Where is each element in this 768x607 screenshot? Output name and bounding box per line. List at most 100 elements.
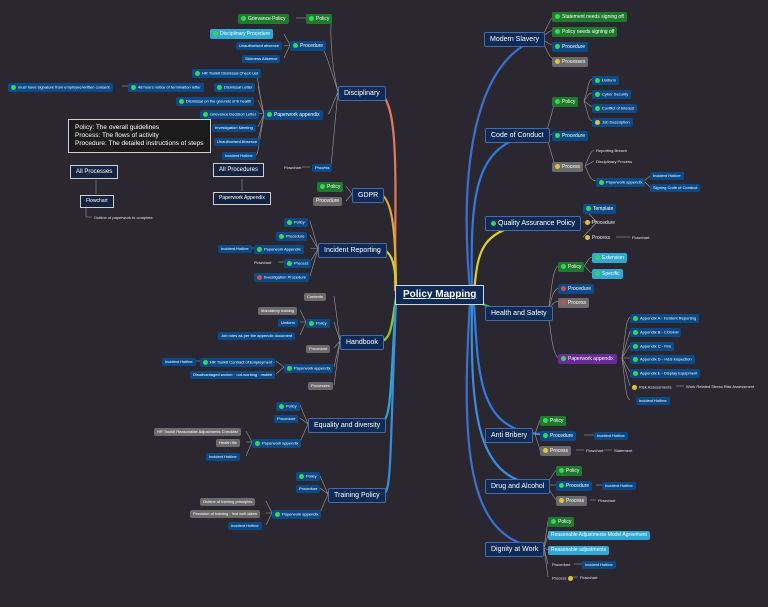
anti-bribery-node[interactable]: Anti Bribery [485, 428, 534, 443]
dignity-hotline-node[interactable]: Incident Hotline [582, 561, 616, 569]
reasonable-adjustments-node[interactable]: Reasonable adjustments [548, 546, 610, 555]
gdpr-node[interactable]: GDPR [352, 188, 385, 203]
disc-policy-node[interactable]: Policy [306, 14, 333, 24]
conduct-hotline-node[interactable]: Incident Hotline [650, 172, 684, 180]
bribery-procedure-node[interactable]: Procedure [540, 431, 577, 441]
hr-contract-node[interactable]: HR Toolkit Contract of Employment [200, 358, 276, 367]
equality-paperwork-node[interactable]: Paperwork appendix [252, 439, 302, 448]
quality-procedure-node[interactable]: Procedure [583, 219, 617, 227]
equality-hotline-node[interactable]: Incident Hotline [206, 453, 240, 461]
investigation-procedure-node[interactable]: Investigation Procedure [254, 273, 310, 282]
handbook-node[interactable]: Handbook [340, 335, 384, 350]
bribery-policy-node[interactable]: Policy [540, 416, 567, 426]
handbook-paperwork-node[interactable]: Paperwork appendix [284, 364, 334, 373]
app-b-node[interactable]: Appendix B - COSHH [630, 328, 682, 337]
signing-node[interactable]: Signing Code of Conduct [650, 184, 701, 192]
drug-process-node[interactable]: Process [556, 496, 588, 506]
training-policy-node[interactable]: Training Policy [328, 488, 386, 503]
disc-process-node[interactable]: Disciplinary Process [596, 159, 633, 164]
bribery-flowchart-node[interactable]: Flowchart [586, 448, 604, 453]
slavery-policy-node[interactable]: Policy needs signing off [552, 27, 618, 37]
conduct-procedure-node[interactable]: Procedure [552, 131, 589, 141]
dignity-policy-node[interactable]: Policy [548, 517, 575, 527]
hs-paperwork-node[interactable]: Paperwork appendix [558, 354, 617, 364]
drug-policy-node[interactable]: Policy [556, 466, 583, 476]
hs-policy-node[interactable]: Policy [558, 262, 585, 272]
hs-hotline-node[interactable]: Incident Hotline [636, 397, 670, 405]
handbook-processes-node[interactable]: Processes [308, 382, 333, 390]
bribery-statement-node[interactable]: Statement [614, 448, 633, 453]
sickness-node[interactable]: Sickness Absence [242, 55, 281, 63]
training-policy-sub-node[interactable]: Policy [296, 472, 320, 481]
health-safety-node[interactable]: Health and Safety [485, 306, 553, 321]
disc-hotline-node[interactable]: Incident Hotline [222, 152, 256, 160]
conduct-process-node[interactable]: Process [552, 162, 584, 172]
equality-procedure-node[interactable]: Procedure [274, 415, 299, 423]
disc-paperwork-node[interactable]: Paperwork appendix [264, 110, 323, 120]
reporting-breach-node[interactable]: Reporting Breach [596, 148, 628, 153]
training-procedure-node[interactable]: Procedure [296, 485, 321, 493]
gdpr-policy-node[interactable]: Policy [317, 182, 344, 192]
disadvantaged-node[interactable]: Disadvantaged worker · out-working · mob… [190, 371, 276, 379]
dignity-at-work-node[interactable]: Dignity at Work [485, 542, 545, 557]
disciplinary-node[interactable]: Disciplinary [338, 86, 386, 101]
unauthorised-node[interactable]: Unauthorised absence [236, 42, 283, 50]
dignity-process-node[interactable]: Process [550, 575, 577, 582]
dignity-flowchart-node[interactable]: Flowchart [580, 575, 598, 580]
hs-specific-node[interactable]: Specific [592, 269, 623, 279]
app-d-node[interactable]: Appendix D - H&S inspection [630, 355, 695, 364]
quality-template-node[interactable]: Template [583, 204, 617, 214]
app-a-node[interactable]: Appendix A - Incident Reporting [630, 314, 700, 323]
equality-policy-node[interactable]: Policy [276, 402, 300, 411]
quality-assurance-node[interactable]: Quality Assurance Policy [485, 216, 582, 231]
root-node[interactable]: Policy Mapping [395, 285, 485, 305]
incident-policy-node[interactable]: Policy [284, 218, 308, 227]
handbook-procedure-node[interactable]: Procedure [306, 345, 331, 353]
all-procedures-node[interactable]: All Procedures [213, 163, 265, 177]
conduct-paperwork-node[interactable]: Paperwork appendix [596, 178, 646, 187]
code-of-conduct-node[interactable]: Code of Conduct [485, 128, 550, 143]
all-processes-node[interactable]: All Processes [70, 165, 119, 179]
flowchart-node[interactable]: Flowchart [80, 195, 114, 208]
quality-process-node[interactable]: Process [583, 234, 612, 242]
incident-process-node[interactable]: Process [284, 259, 312, 268]
incident-procedure-node[interactable]: Procedure [276, 232, 308, 241]
equality-diversity-node[interactable]: Equality and diversity [308, 418, 387, 433]
handbook-policy-node[interactable]: Policy [306, 319, 330, 328]
drug-flowchart-node[interactable]: Flowchart [598, 498, 616, 503]
handbook-hotline-node[interactable]: Incident Hotline [162, 358, 196, 366]
conduct-policy-node[interactable]: Policy [552, 97, 579, 107]
risk-assessments-node[interactable]: Risk Assessments [630, 384, 673, 391]
slavery-processes-node[interactable]: Processes [552, 57, 589, 67]
training-paperwork-node[interactable]: Paperwork appendix [272, 510, 322, 519]
gdpr-procedure-node[interactable]: Procedure [313, 197, 343, 206]
notice48-node[interactable]: 48 hours notice of termination letter [128, 83, 204, 92]
unauth-absence-node[interactable]: Unauthorised Absence [214, 138, 261, 146]
handbook-uniform-node[interactable]: Uniform [278, 319, 299, 327]
app-c-node[interactable]: Appendix C - Fire [630, 342, 675, 351]
modern-slavery-node[interactable]: Modern Slavery [484, 32, 546, 47]
bribery-process-node[interactable]: Process [540, 446, 572, 456]
incident-flowchart-node[interactable]: Flowchart [254, 260, 272, 265]
dismissal-node[interactable]: Dismissal Letter [214, 83, 256, 92]
drug-alcohol-node[interactable]: Drug and Alcohol [485, 479, 551, 494]
training-provision-node[interactable]: Provision of training · find well-taken [190, 510, 261, 518]
work-stress-node[interactable]: Work Related Stress Risk Assessment [686, 384, 755, 389]
cyber-node[interactable]: Cyber Security [592, 90, 632, 99]
health-file-node[interactable]: Health file [216, 439, 240, 447]
bribery-hotline-node[interactable]: Incident Hotline [594, 432, 628, 440]
grievance-letter-node[interactable]: Grievance Decision Letter [200, 110, 260, 119]
hs-process-node[interactable]: Process [558, 298, 590, 308]
incident-hotline-node[interactable]: Incident Hotline [218, 245, 252, 253]
job-desc-node[interactable]: Job Description [592, 118, 633, 127]
incident-paperwork-node[interactable]: Paperwork Appendix [254, 245, 304, 254]
job-roles-node[interactable]: Job roles as per the appendix document [218, 332, 296, 340]
incident-reporting-node[interactable]: Incident Reporting [318, 243, 387, 258]
paperwork-appendix-node[interactable]: Paperwork Appendix [213, 192, 271, 205]
disc-procedure-node[interactable]: Procedure [290, 41, 327, 51]
hs-procedure-node[interactable]: Procedure [558, 284, 595, 294]
dismiss-grounds-node[interactable]: Dismissal on the grounds of ill health [176, 97, 255, 106]
conduct-uniform-node[interactable]: Uniform [592, 76, 620, 85]
grievance-policy-node[interactable]: Grievance Policy [238, 14, 289, 24]
